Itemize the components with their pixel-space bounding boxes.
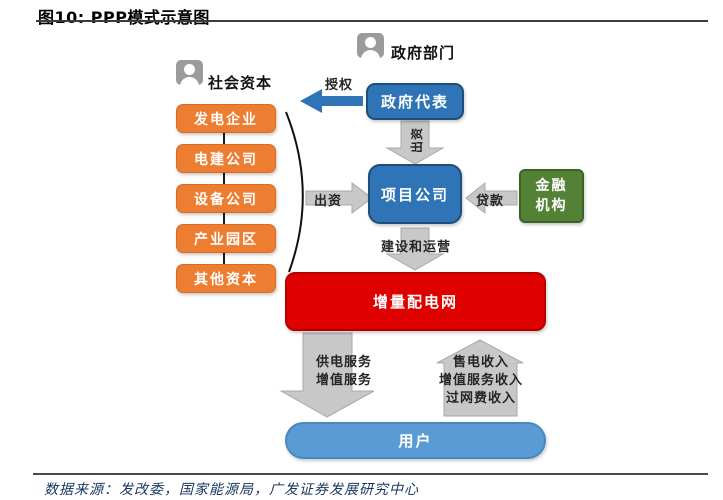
revenues-line1: 售电收入 (452, 355, 509, 370)
node-power-generation: 发电企业 (176, 104, 276, 133)
person-shoulders-icon (361, 50, 380, 58)
financial-institution-line2: 机构 (535, 198, 568, 214)
data-source-note: 数据来源：发改委，国家能源局，广发证券发展研究中心 (44, 483, 419, 498)
node-incremental-distribution-grid: 增量配电网 (285, 272, 546, 331)
revenues-arrow-up-icon (436, 339, 524, 417)
services-line2: 增值服务 (315, 373, 372, 388)
person-icon (176, 60, 203, 85)
services-line1: 供电服务 (315, 355, 372, 370)
footer-rule (33, 473, 708, 475)
government-label: 政府部门 (391, 44, 456, 62)
node-users: 用户 (285, 422, 546, 459)
build-operate-edge-label: 建设和运营 (381, 240, 452, 255)
loan-arrow-left-icon (465, 181, 518, 215)
node-industrial-park: 产业园区 (176, 224, 276, 253)
services-arrow-down-icon (279, 332, 375, 418)
financial-institution-line1: 金融 (535, 178, 568, 194)
node-equipment-company: 设备公司 (176, 184, 276, 213)
social-capital-label: 社会资本 (208, 74, 273, 92)
person-icon (357, 33, 384, 58)
node-other-capital: 其他资本 (176, 264, 276, 293)
social-invest-edge-label: 出资 (314, 194, 343, 209)
person-shoulders-icon (180, 77, 199, 85)
revenues-edge-label: 售电收入 增值服务收入 过网费收入 (431, 354, 531, 408)
revenues-line3: 过网费收入 (445, 391, 516, 406)
loan-edge-label: 贷款 (476, 194, 505, 209)
revenues-line2: 增值服务收入 (438, 373, 523, 388)
person-head-icon (184, 64, 195, 75)
gov-invest-edge-label: 出资 (410, 127, 424, 154)
services-edge-label: 供电服务 增值服务 (302, 354, 386, 390)
build-operate-arrow-down-icon (385, 227, 445, 271)
person-head-icon (365, 37, 376, 48)
node-government-representative: 政府代表 (366, 83, 464, 120)
social-invest-arrow-right-icon (305, 182, 373, 214)
node-financial-institution: 金融 机构 (519, 169, 584, 223)
node-power-construction: 电建公司 (176, 144, 276, 173)
capital-group-brace-curve (285, 111, 304, 273)
node-project-company: 项目公司 (368, 164, 462, 224)
authorize-edge-label: 授权 (325, 78, 354, 93)
figure-title: 图10: PPP模式示意图 (38, 8, 210, 27)
authorize-arrow-left-icon (300, 89, 363, 113)
header-rule (36, 20, 708, 22)
gov-invest-arrow-down-icon (385, 120, 445, 165)
